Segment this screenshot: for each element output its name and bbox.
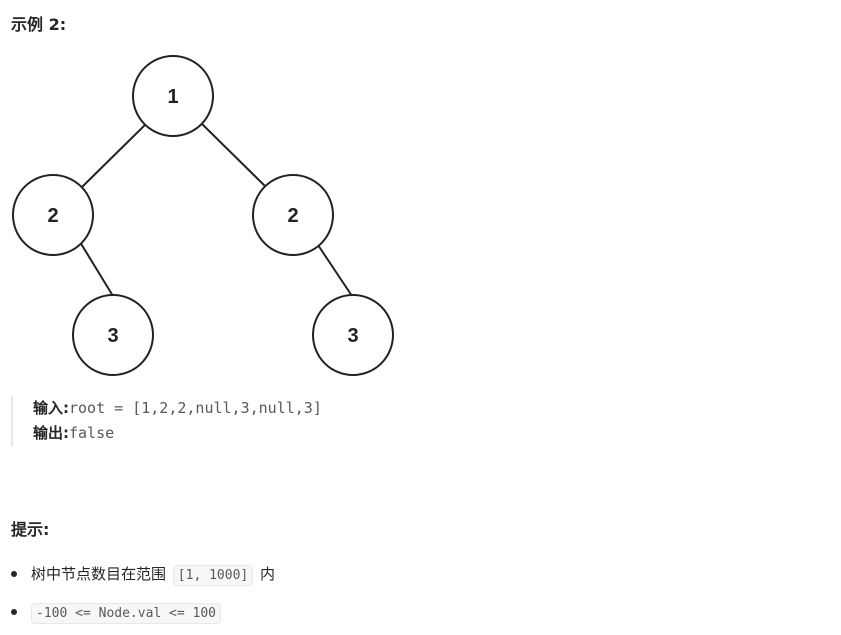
hint-code: -100 <= Node.val <= 100 — [31, 603, 222, 624]
tree-node-root — [132, 55, 214, 137]
hint-text: 内 — [260, 565, 276, 583]
bullet-icon — [11, 571, 17, 577]
tree-node-right — [252, 174, 334, 256]
example-heading: 示例 2: — [11, 15, 67, 34]
tree-node-left — [12, 174, 94, 256]
tree-node-left-right — [72, 294, 154, 376]
output-line: 输出:false — [33, 421, 322, 446]
input-value: root = [1,2,2,null,3,null,3] — [69, 399, 322, 417]
tree-edge — [79, 241, 114, 297]
bullet-icon — [11, 609, 17, 615]
list-item: 树中节点数目在范围 [1, 1000] 内 — [0, 556, 275, 594]
output-value: false — [69, 424, 115, 442]
hint-text: 树中节点数目在范围 — [31, 565, 167, 583]
hints-list: 树中节点数目在范围 [1, 1000] 内 -100 <= Node.val <… — [0, 556, 275, 632]
input-line: 输入:root = [1,2,2,null,3,null,3] — [33, 396, 322, 421]
tree-node-label: 2 — [47, 205, 58, 227]
output-label: 输出: — [33, 424, 69, 442]
hints-heading: 提示: — [11, 520, 50, 539]
binary-tree-diagram: 1 2 2 3 3 — [12, 55, 394, 376]
tree-node-right-right — [312, 294, 394, 376]
tree-node-label: 3 — [347, 325, 358, 347]
input-label: 输入: — [33, 399, 69, 417]
hint-code: [1, 1000] — [172, 565, 254, 586]
list-item: -100 <= Node.val <= 100 — [0, 594, 275, 632]
example-io-block: 输入:root = [1,2,2,null,3,null,3] 输出:false — [11, 396, 322, 446]
tree-node-label: 2 — [287, 205, 298, 227]
tree-node-label: 3 — [107, 325, 118, 347]
tree-node-label: 1 — [167, 86, 178, 108]
tree-edge — [199, 121, 267, 188]
tree-edge — [317, 244, 353, 297]
tree-edge — [81, 121, 149, 188]
